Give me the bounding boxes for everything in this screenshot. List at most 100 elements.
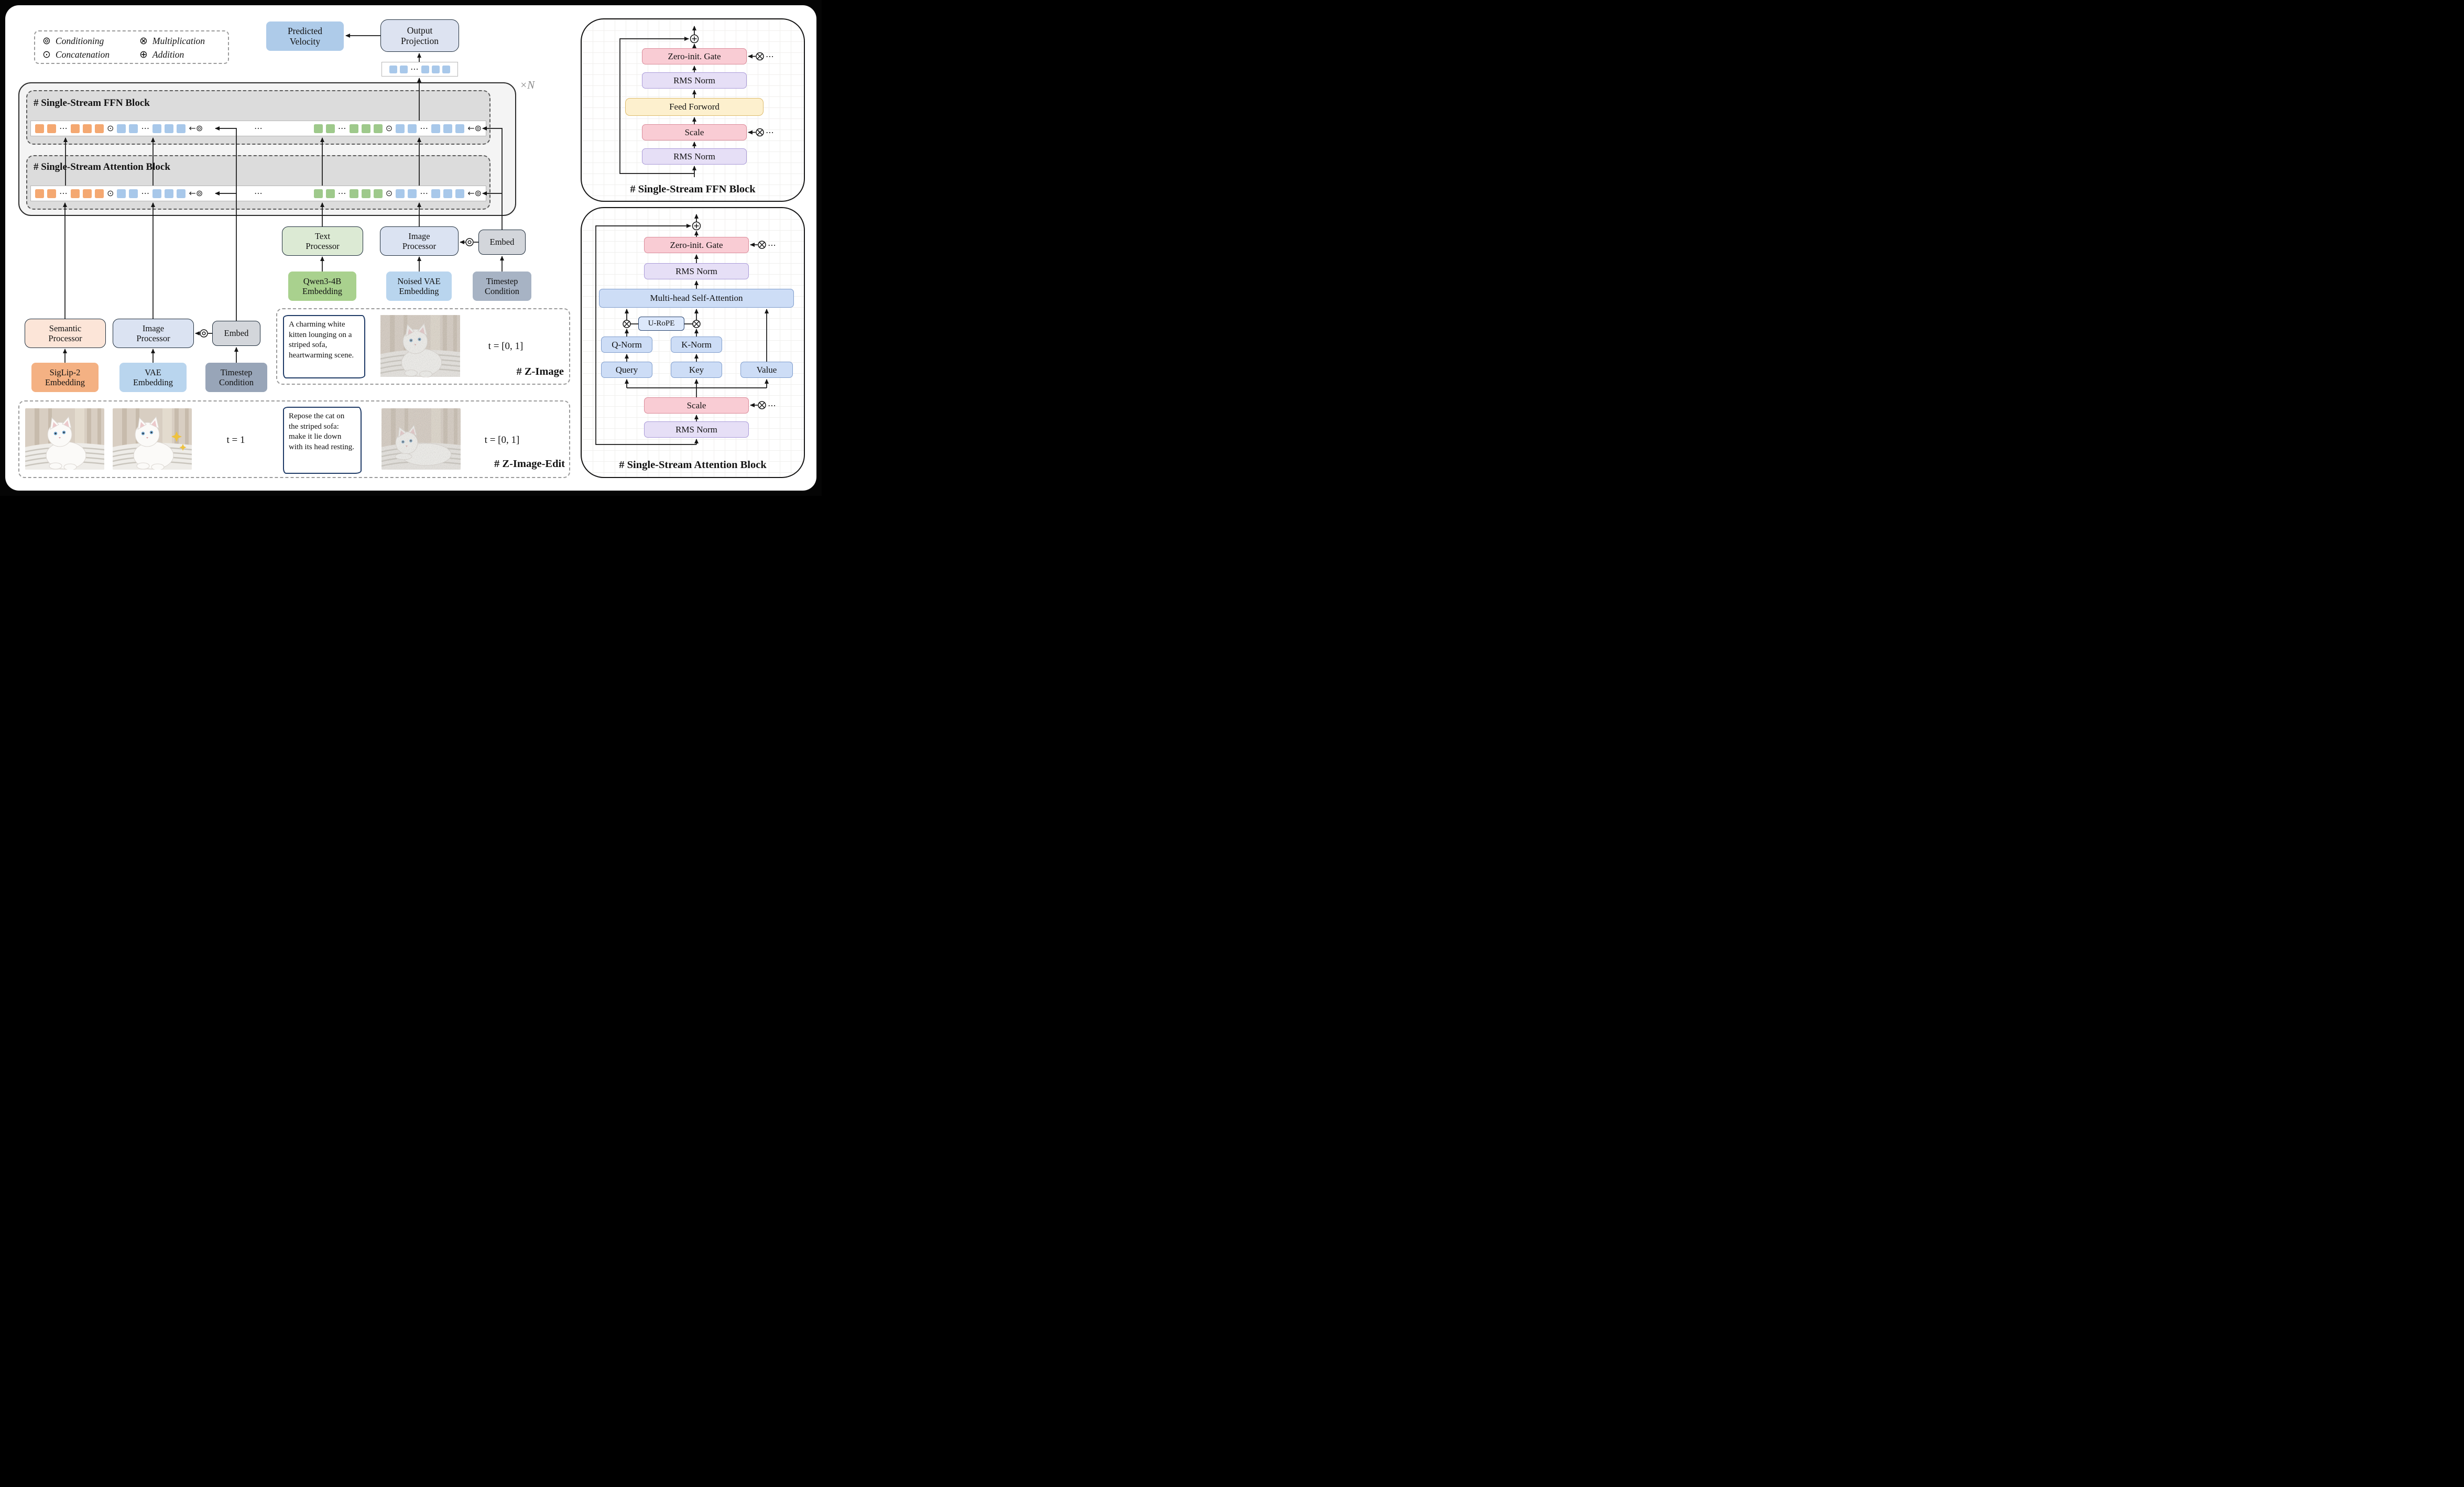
repeat-count-label: ×N: [520, 79, 535, 91]
ffn-feed-forward-box: Feed Forword: [625, 98, 764, 116]
timestep-condition-box-top: Timestep Condition: [473, 272, 531, 301]
orange-token: [71, 189, 80, 198]
z-image-noised-cat-photo: [380, 314, 460, 377]
attn-value-box: Value: [740, 362, 793, 378]
green-token: [349, 124, 358, 133]
edit-source-cat-photo: [25, 408, 104, 470]
strip-operator: ←⊚: [189, 188, 203, 198]
ffn-panel-title: # Single-Stream FFN Block: [630, 183, 756, 195]
legend-item-conditioning: ⊚ Conditioning: [42, 36, 139, 47]
z-image-edit-title: # Z-Image-Edit: [494, 458, 565, 470]
strip-operator: ⋯: [59, 188, 68, 198]
strip-operator: ←⊚: [189, 123, 203, 133]
blue-token: [389, 65, 397, 73]
orange-token: [35, 189, 44, 198]
legend-item-concatenation: ⊙ Concatenation: [42, 49, 139, 60]
embed-box-left: Embed: [212, 321, 260, 346]
predicted-velocity-box: Predicted Velocity: [266, 21, 344, 51]
ffn-block-title: # Single-Stream FFN Block: [34, 97, 150, 108]
image-processor-box-left: Image Processor: [113, 319, 194, 348]
green-token: [349, 189, 358, 198]
green-token: [373, 189, 383, 198]
blue-token: [443, 124, 453, 133]
orange-token: [71, 124, 80, 133]
blue-token: [165, 124, 174, 133]
legend-item-addition: ⊕ Addition: [139, 49, 221, 60]
orange-token: [83, 189, 92, 198]
orange-token: [47, 189, 56, 198]
z-image-title: # Z-Image: [516, 366, 564, 377]
orange-token: [95, 124, 104, 133]
edit-source-timestep-label: t = 1: [226, 435, 245, 446]
attn-urope-box: U-RoPE: [638, 317, 684, 331]
blue-token: [421, 65, 429, 73]
ffn-token-sequence: ⋯⊙⋯←⊚⋯⋯⊙⋯←⊚: [30, 121, 486, 136]
output-projection-box: Output Projection: [380, 19, 459, 52]
source-cat-illustration-sparkles: [113, 408, 192, 470]
green-token: [361, 189, 370, 198]
vae-embedding-box: VAE Embedding: [119, 363, 187, 392]
blue-token: [165, 189, 174, 198]
strip-operator: ⋯: [337, 188, 346, 198]
green-token: [361, 124, 370, 133]
legend-label: Multiplication: [152, 35, 205, 46]
embed-box-top: Embed: [478, 230, 526, 255]
source-cat-illustration: [25, 408, 104, 470]
orange-token: [83, 124, 92, 133]
multiplication-icon: ⊗: [139, 35, 148, 47]
green-token: [313, 124, 323, 133]
conditioning-icon: ⊚: [42, 35, 51, 47]
attention-token-sequence: ⋯⊙⋯←⊚⋯⋯⊙⋯←⊚: [30, 186, 486, 201]
attn-k-norm-box: K-Norm: [671, 337, 722, 353]
concatenation-icon: ⊙: [42, 48, 51, 60]
edit-target-noised-cat-photo: [381, 408, 461, 470]
blue-token: [117, 124, 126, 133]
blue-token: [408, 124, 417, 133]
legend-label: Concatenation: [55, 49, 110, 60]
strip-operator: ⋯: [410, 64, 419, 74]
edit-source-cat-photo-marked: [113, 408, 192, 470]
blue-token: [177, 189, 186, 198]
ffn-rms-norm-bottom-box: RMS Norm: [642, 148, 747, 165]
strip-operator: ⊙: [385, 123, 393, 133]
strip-operator: ⋯: [59, 123, 68, 133]
attn-mhsa-box: Multi-head Self-Attention: [599, 289, 794, 308]
attn-key-box: Key: [671, 362, 722, 378]
z-image-edit-prompt-text: Repose the cat on the striped sofa: make…: [289, 412, 354, 451]
strip-operator: ⊙: [107, 188, 114, 198]
strip-operator: ←⊚: [467, 188, 482, 198]
z-image-prompt-card: A charming white kitten lounging on a st…: [283, 315, 365, 378]
blue-token: [431, 189, 441, 198]
blue-token: [152, 124, 162, 133]
attn-rms-norm-bottom-box: RMS Norm: [644, 421, 749, 438]
legend: ⊚ Conditioning ⊗ Multiplication ⊙ Concat…: [34, 30, 229, 64]
z-image-timestep-label: t = [0, 1]: [488, 341, 524, 352]
blue-token: [442, 65, 450, 73]
blue-token: [455, 124, 465, 133]
blue-token: [152, 189, 162, 198]
orange-token: [95, 189, 104, 198]
image-processor-box-top: Image Processor: [380, 226, 459, 256]
blue-token: [431, 124, 441, 133]
sparkle-icon: [179, 444, 187, 451]
semantic-processor-box: Semantic Processor: [25, 319, 106, 348]
blue-token: [443, 189, 453, 198]
addition-icon: ⊕: [139, 48, 148, 60]
timestep-condition-box-left: Timestep Condition: [205, 363, 267, 392]
orange-token: [47, 124, 56, 133]
z-image-edit-prompt-card: Repose the cat on the striped sofa: make…: [283, 407, 362, 474]
edit-target-timestep-label: t = [0, 1]: [484, 435, 520, 446]
green-token: [373, 124, 383, 133]
green-token: [313, 189, 323, 198]
legend-label: Addition: [152, 49, 184, 60]
strip-operator: ⋯: [254, 123, 263, 133]
noised-vae-embedding-box: Noised VAE Embedding: [386, 272, 452, 301]
text-processor-box: Text Processor: [282, 226, 363, 256]
legend-label: Conditioning: [55, 35, 104, 46]
orange-token: [35, 124, 44, 133]
strip-operator: ⊙: [107, 123, 114, 133]
ffn-rms-norm-top-box: RMS Norm: [642, 72, 747, 89]
ffn-scale-box: Scale: [642, 124, 747, 140]
siglip-embedding-box: SigLip-2 Embedding: [31, 363, 99, 392]
attn-zero-init-gate-box: Zero-init. Gate: [644, 237, 749, 253]
